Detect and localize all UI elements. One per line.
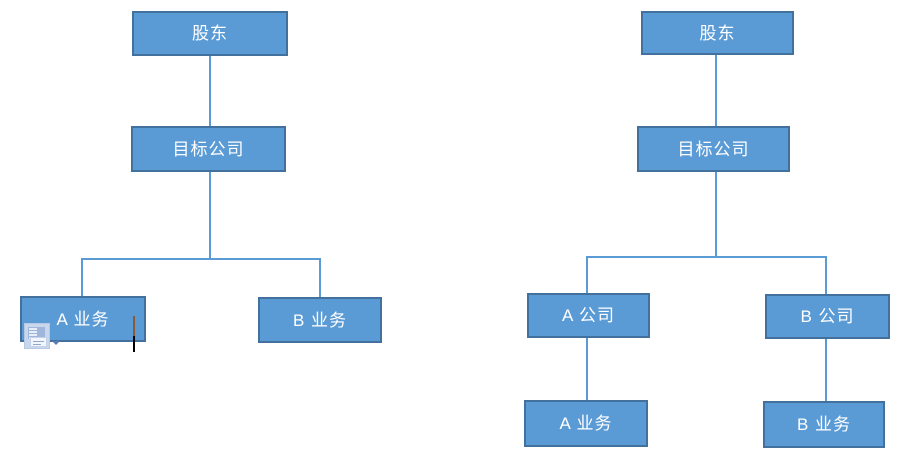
node-l-shareholder[interactable]: 股东 [132, 11, 288, 56]
chevron-down-icon[interactable] [52, 341, 60, 345]
connector-line [319, 258, 321, 298]
node-label: A 业务 [559, 414, 613, 433]
clipboard-icon[interactable] [24, 323, 50, 349]
node-r-biz-a[interactable]: A 业务 [524, 400, 648, 447]
node-r-target[interactable]: 目标公司 [637, 126, 790, 172]
node-label: B 公司 [800, 307, 855, 326]
node-r-comp-a[interactable]: A 公司 [527, 293, 650, 338]
node-label: 目标公司 [677, 139, 750, 159]
connector-line [209, 172, 211, 259]
node-r-biz-b[interactable]: B 业务 [763, 401, 885, 448]
node-r-shareholder[interactable]: 股东 [641, 11, 794, 55]
connector-line [209, 56, 211, 126]
connector-line [81, 258, 83, 297]
text-insertion-caret [133, 316, 135, 352]
connector-line [825, 256, 827, 295]
node-r-comp-b[interactable]: B 公司 [765, 294, 890, 339]
paste-options-smart-tag[interactable] [24, 323, 60, 349]
connector-line [586, 256, 826, 258]
caret-upper-segment [133, 316, 135, 336]
connector-line [586, 256, 588, 294]
node-label: A 公司 [561, 306, 616, 325]
clipboard-page-icon [30, 337, 47, 347]
connector-line [715, 172, 717, 257]
connector-line [715, 55, 717, 126]
node-label: 股东 [699, 23, 736, 43]
node-label: B 业务 [796, 415, 852, 434]
connector-line [81, 258, 321, 260]
connector-line [825, 339, 827, 402]
connector-line [586, 338, 588, 401]
caret-lower-segment [133, 336, 135, 352]
